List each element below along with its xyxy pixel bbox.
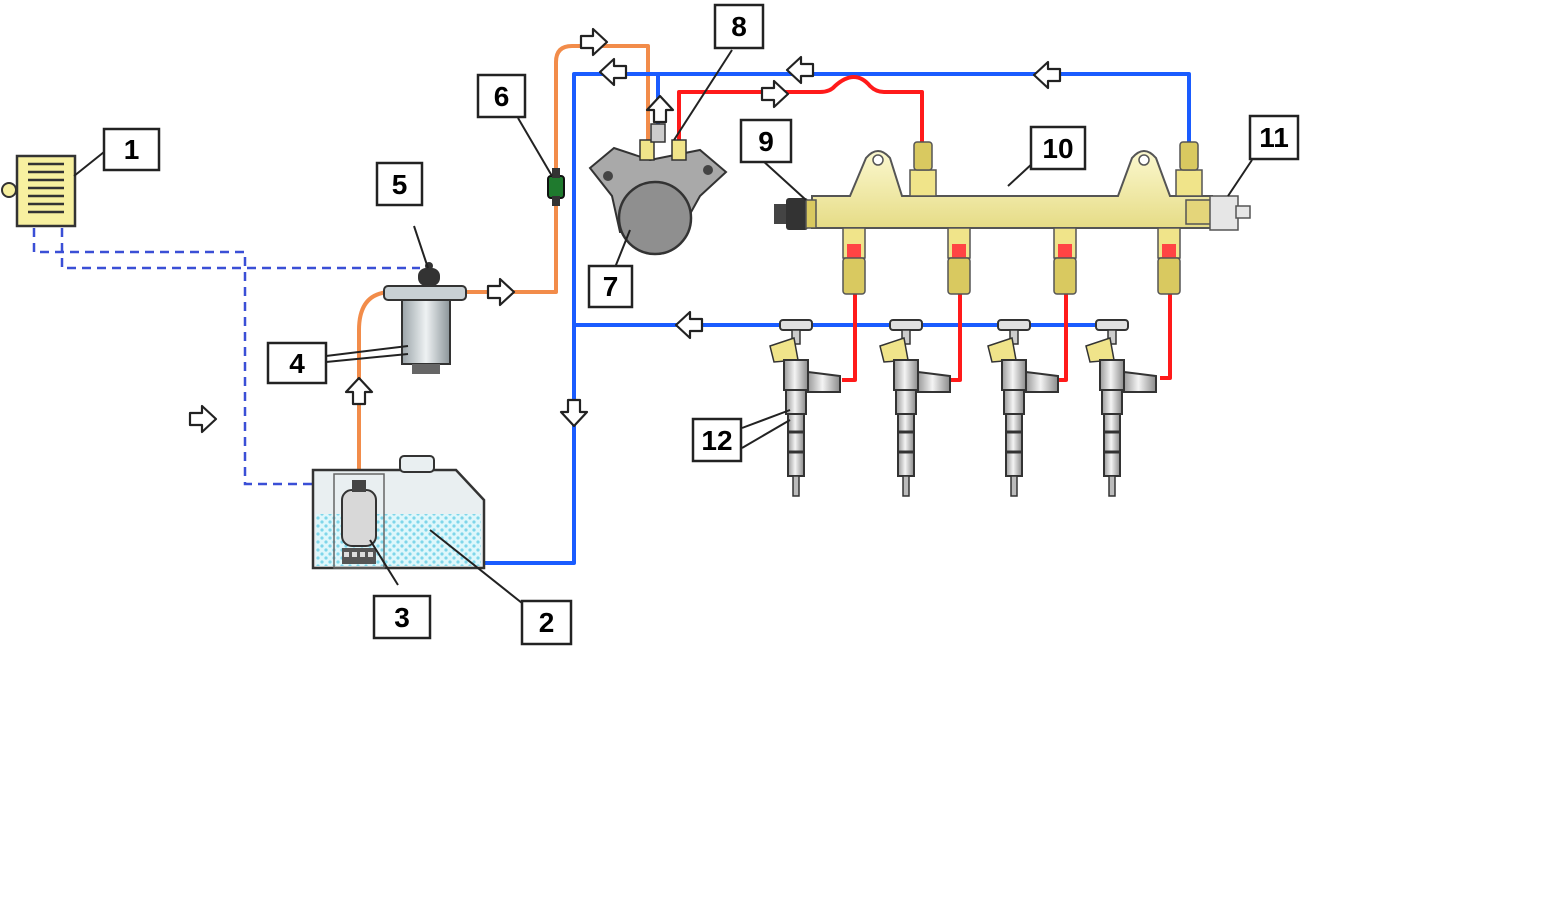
svg-text:10: 10 [1042,133,1073,164]
electrical-wiring [32,228,420,486]
svg-text:7: 7 [603,271,619,302]
high-pressure-lines [677,75,1172,382]
svg-text:2: 2 [539,607,555,638]
fuel-pump [333,473,385,569]
label-1: 1 [102,127,161,172]
injector [879,319,951,497]
flow-arrow-icon [645,94,675,124]
rail-pressure-sensor [774,198,817,230]
flow-arrow-icon [1032,60,1062,90]
leader-lines [73,49,1253,608]
label-9: 9 [739,118,793,164]
label-6: 6 [476,73,527,119]
svg-text:6: 6 [494,81,510,112]
label-3: 3 [372,594,432,640]
label-2: 2 [520,599,573,646]
svg-text:4: 4 [289,348,305,379]
label-5: 5 [375,161,424,207]
flow-arrow-icon [785,55,815,85]
rail-outlet-port [1157,227,1181,295]
label-8: 8 [713,3,765,50]
inline-valve [547,168,565,206]
pressure-regulator [1185,195,1251,231]
label-10: 10 [1029,125,1087,171]
flow-arrow-icon [559,398,589,428]
flow-arrow-icon [598,57,628,87]
label-7: 7 [587,264,634,309]
flow-arrow-icon [760,79,790,109]
fuel-tank [311,455,486,570]
filter-sensor [418,262,440,286]
flow-arrow-icon [188,404,218,434]
svg-text:9: 9 [758,126,774,157]
svg-text:8: 8 [731,11,747,42]
high-pressure-pump [588,123,728,256]
ecu-unit [1,154,77,228]
svg-text:11: 11 [1259,122,1289,153]
svg-text:1: 1 [124,134,140,165]
flow-arrow-icon [579,27,609,57]
svg-text:12: 12 [701,425,732,456]
flow-arrow-icon [674,310,704,340]
rail-outlet-port [947,227,971,295]
flow-arrow-icon [344,376,374,406]
rail-outlet-port [842,227,866,295]
injector [1085,319,1157,497]
label-11: 11 [1248,114,1300,161]
svg-text:3: 3 [394,602,410,633]
rail-outlet-port [1053,227,1077,295]
injector [987,319,1059,497]
label-4: 4 [266,341,328,385]
common-rail [811,141,1213,295]
fuel-filter [383,285,467,374]
flow-arrow-icon [486,277,516,307]
svg-text:5: 5 [392,169,408,200]
injector [769,319,841,497]
label-12: 12 [691,417,743,463]
